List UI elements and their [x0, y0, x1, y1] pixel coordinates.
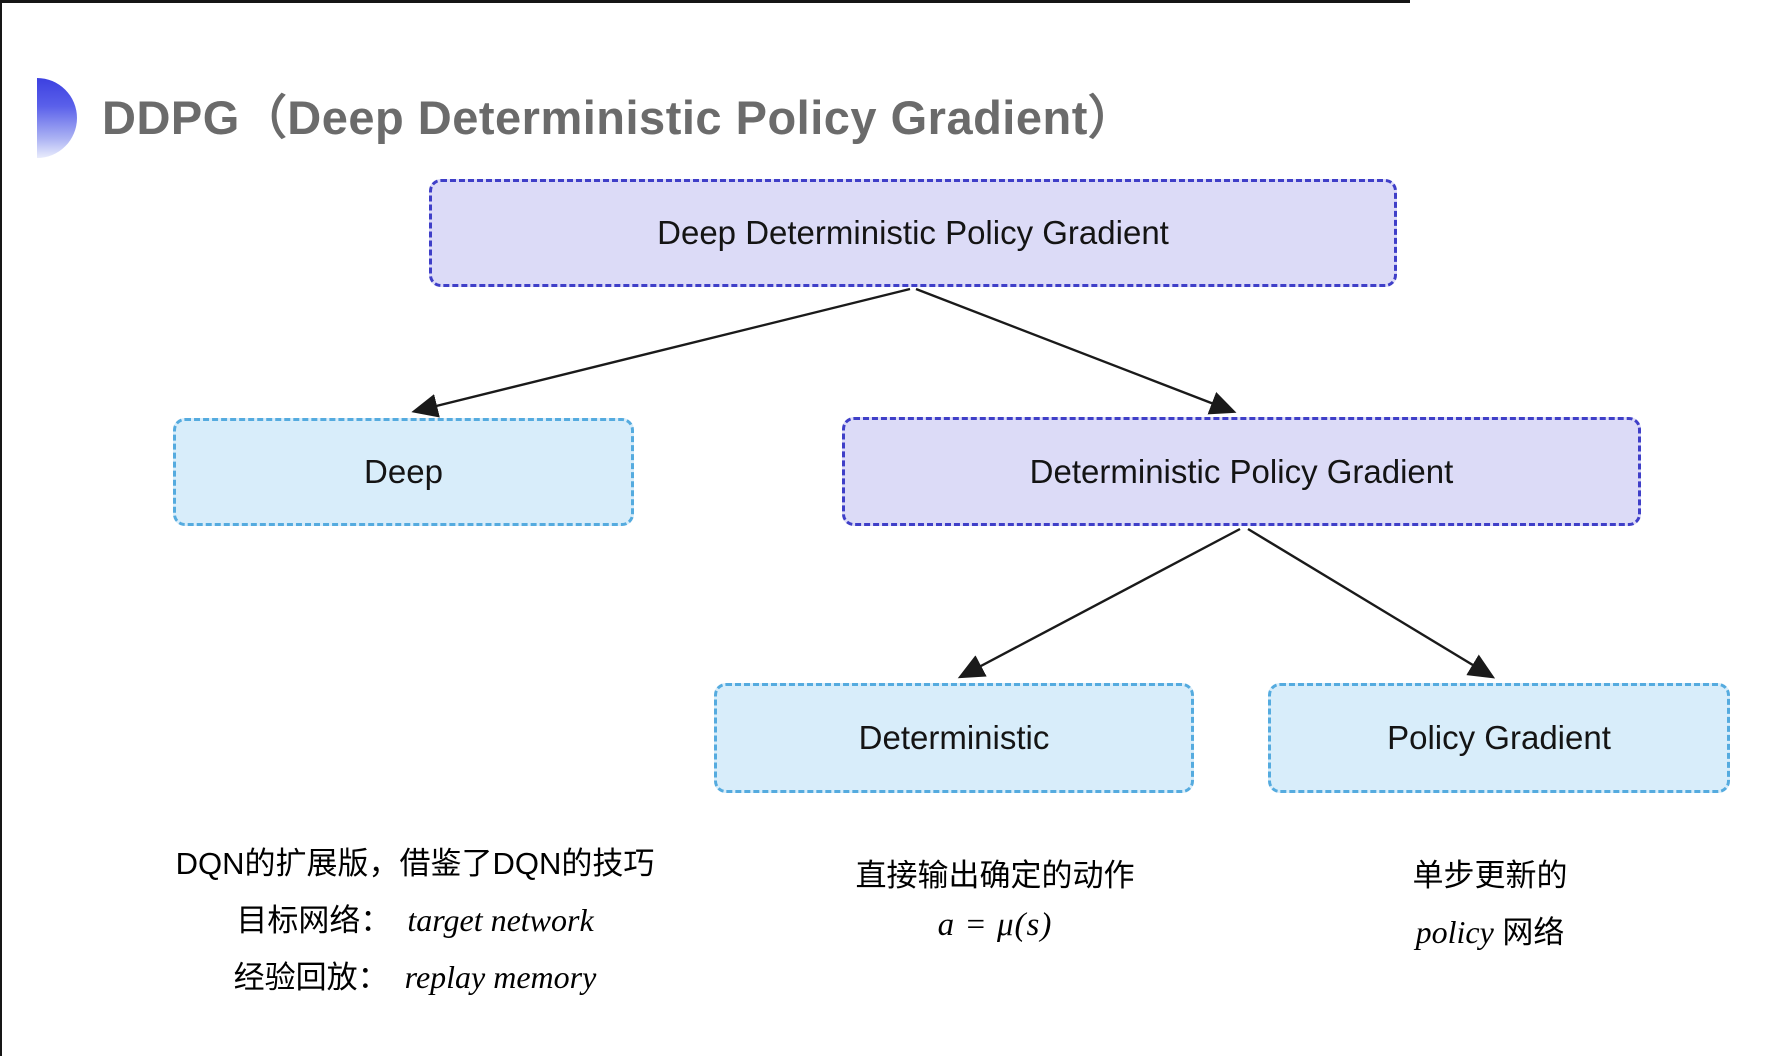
annotation-line: 目标网络： target network: [95, 895, 735, 940]
annotation-deep: DQN的扩展版，借鉴了DQN的技巧 目标网络： target network 经验…: [95, 838, 735, 1009]
node-label: Deep: [364, 453, 443, 490]
annotation-zh-suffix: 网络: [1502, 915, 1565, 950]
window-top-border: [0, 0, 1410, 3]
node-deep-deterministic-policy-gradient: Deep Deterministic Policy Gradient: [429, 179, 1397, 287]
node-label: Policy Gradient: [1387, 719, 1611, 756]
annotation-line: 直接输出确定的动作: [855, 858, 1135, 893]
annotation-policy-gradient: 单步更新的 policy 网络: [1255, 850, 1725, 964]
node-policy-gradient: Policy Gradient: [1268, 683, 1730, 793]
node-deterministic: Deterministic: [714, 683, 1194, 793]
arrow-dpg-to-deterministic: [957, 527, 1241, 679]
annotation-en-term: replay memory: [404, 959, 597, 995]
annotation-formula: a = μ(s): [937, 907, 1053, 943]
annotation-line: policy 网络: [1255, 907, 1725, 952]
page-title: DDPG（Deep Deterministic Policy Gradient）: [102, 91, 1136, 144]
half-circle-gradient-icon: [37, 78, 77, 158]
node-deterministic-policy-gradient: Deterministic Policy Gradient: [842, 417, 1641, 526]
annotation-deterministic: 直接输出确定的动作 a = μ(s): [755, 850, 1235, 956]
annotation-zh-label: 经验回放：: [233, 960, 389, 995]
node-label: Deep Deterministic Policy Gradient: [657, 214, 1169, 251]
arrow-root-to-deep: [411, 287, 911, 418]
annotation-line: 经验回放： replay memory: [95, 952, 735, 997]
annotation-en-term: target network: [407, 902, 594, 938]
annotation-en-term: policy: [1415, 914, 1494, 950]
arrow-dpg-to-policy-gradient: [1247, 527, 1496, 679]
node-label: Deterministic Policy Gradient: [1029, 452, 1454, 490]
annotation-zh-label: 目标网络：: [236, 903, 392, 938]
window-left-border: [0, 0, 2, 1056]
annotation-line: DQN的扩展版，借鉴了DQN的技巧: [175, 846, 655, 881]
node-deep: Deep: [173, 418, 634, 526]
annotation-line: 单步更新的: [1412, 858, 1568, 893]
node-label: Deterministic: [858, 719, 1050, 756]
arrow-root-to-dpg: [915, 287, 1237, 415]
